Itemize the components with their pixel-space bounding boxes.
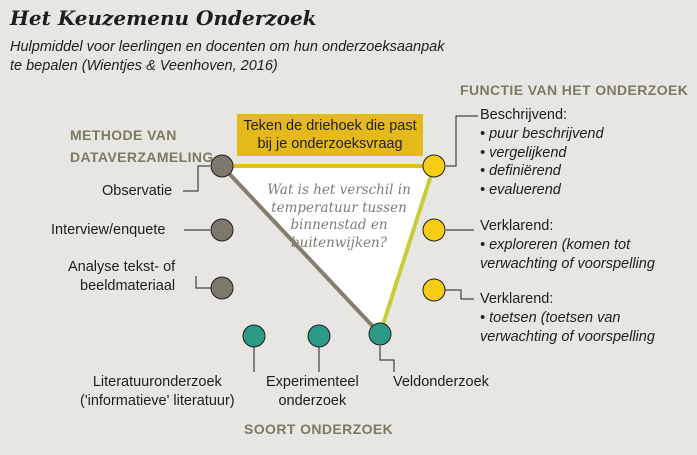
- question-line: buitenwijken?: [291, 234, 387, 251]
- triangle-edge-functie-soort: [378, 165, 436, 335]
- heading-functie: FUNCTIE VAN HET ONDERZOEK: [460, 82, 689, 98]
- heading-soort: SOORT ONDERZOEK: [244, 421, 394, 437]
- callout-box: Teken de driehoek die past bij je onderz…: [237, 114, 423, 156]
- leader-observatie: [183, 165, 210, 192]
- label-observatie: Observatie: [102, 183, 173, 199]
- label-experimenteel: Experimenteel onderzoek: [266, 373, 359, 411]
- list-item: • exploreren (komen tot: [480, 237, 631, 253]
- dot-interview[interactable]: [210, 218, 234, 242]
- dot-analyse[interactable]: [210, 276, 234, 300]
- question-line: Wat is het verschil in: [267, 182, 411, 198]
- page-title: Het Keuzemenu Onderzoek: [10, 6, 317, 30]
- label-analyse-line: Analyse tekst- of: [68, 259, 176, 275]
- leader-veld: [379, 346, 395, 372]
- label-literatuur-line: ('informatieve' literatuur): [80, 393, 235, 409]
- example-question: Wat is het verschil in temperatuur tusse…: [260, 182, 418, 252]
- label-experimenteel-line: onderzoek: [278, 393, 347, 409]
- group-verklarend-exploreren: Verklarend: • exploreren (komen tot verw…: [480, 217, 655, 273]
- dot-literatuur[interactable]: [242, 324, 266, 348]
- heading-methode-line: DATAVERZAMELING: [70, 149, 214, 165]
- dot-beschrijvend[interactable]: [422, 154, 446, 178]
- callout-line: bij je onderzoeksvraag: [257, 136, 403, 152]
- subtitle-line: Hulpmiddel voor leerlingen en docenten o…: [10, 39, 445, 55]
- dot-experimenteel[interactable]: [307, 324, 331, 348]
- callout-line: Teken de driehoek die past: [243, 118, 417, 134]
- list-item: • definiërend: [480, 163, 561, 179]
- group-verklarend-label: Verklarend:: [480, 291, 554, 307]
- group-verklarend-label: Verklarend:: [480, 218, 554, 234]
- dot-verklarend-toetsen[interactable]: [422, 278, 446, 302]
- subtitle-line: te bepalen (Wientjes & Veenhoven, 2016): [10, 57, 278, 74]
- label-analyse: Analyse tekst- of beeldmateriaal: [68, 258, 175, 296]
- list-item: verwachting of voorspelling: [480, 255, 655, 272]
- label-experimenteel-line: Experimenteel: [266, 374, 359, 390]
- dot-observatie[interactable]: [210, 154, 234, 178]
- label-interview: Interview/enquete: [51, 222, 166, 238]
- question-line: temperatuur tussen: [271, 199, 407, 216]
- group-beschrijvend: Beschrijvend: • puur beschrijvend • verg…: [480, 106, 604, 199]
- triangle-edge-methode-soort: [220, 164, 382, 336]
- leader-verklarend-2: [445, 289, 474, 300]
- label-literatuur: Literatuuronderzoek ('informatieve' lite…: [80, 373, 235, 411]
- group-verklarend-toetsen: Verklarend: • toetsen (toetsen van verwa…: [480, 290, 655, 346]
- label-literatuur-line: Literatuuronderzoek: [92, 374, 222, 390]
- dot-veld[interactable]: [368, 322, 392, 346]
- label-analyse-line: beeldmateriaal: [80, 278, 176, 294]
- question-line: binnenstad en: [290, 217, 388, 233]
- list-item: • toetsen (toetsen van: [480, 310, 621, 326]
- list-item: verwachting of voorspelling: [480, 328, 655, 345]
- group-beschrijvend-label: Beschrijvend:: [480, 107, 568, 123]
- heading-methode-line: METHODE VAN: [70, 127, 177, 143]
- list-item: • vergelijkend: [480, 144, 567, 161]
- heading-methode: METHODE VAN DATAVERZAMELING: [70, 124, 214, 168]
- triangle-fill: [222, 166, 434, 334]
- dot-verklarend-exploreren[interactable]: [422, 218, 446, 242]
- label-veld: Veldonderzoek: [393, 374, 489, 390]
- leader-beschrijvend: [446, 115, 478, 167]
- leader-analyse: [195, 276, 211, 289]
- list-item: • puur beschrijvend: [480, 126, 604, 142]
- list-item: • evaluerend: [480, 181, 561, 198]
- page-subtitle: Hulpmiddel voor leerlingen en docenten o…: [10, 38, 444, 75]
